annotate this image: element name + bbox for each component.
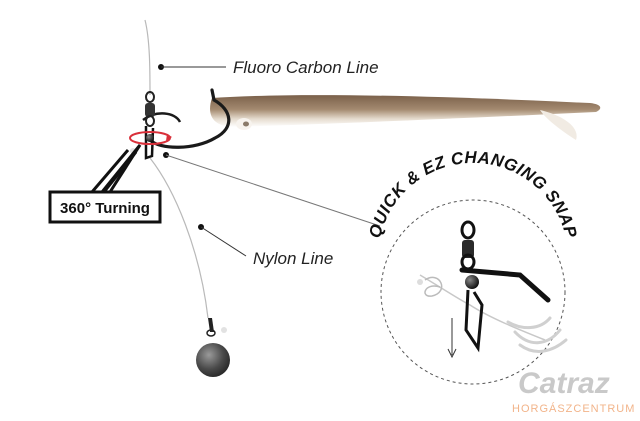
- nylon-pointer: [198, 224, 247, 257]
- fluoro-pointer: [158, 64, 226, 70]
- logo-name: Catraz: [518, 367, 610, 400]
- fish-bait: [210, 95, 601, 140]
- swivel-barrel: [145, 103, 155, 117]
- snap: [144, 126, 155, 160]
- swivel-bead: [146, 134, 154, 142]
- catraz-logo: Catraz HORGÁSZCENTRUM: [506, 316, 635, 415]
- fish-tail: [540, 110, 577, 140]
- snap-zoom-circle: [380, 199, 566, 385]
- nylon-line: [149, 157, 209, 319]
- fluoro-line: [144, 19, 151, 96]
- fluoro-label: Fluoro Carbon Line: [233, 58, 379, 77]
- turning-label: 360° Turning: [60, 200, 150, 217]
- swivel-ring: [145, 91, 155, 103]
- nylon-label: Nylon Line: [253, 249, 333, 268]
- fish-logo-icon: [506, 316, 568, 353]
- logo-subtitle: HORGÁSZCENTRUM: [512, 402, 635, 415]
- turning-callout: [48, 144, 162, 224]
- hook: [148, 88, 231, 149]
- lead-weight: [196, 318, 230, 377]
- snap-pointer: [163, 152, 381, 227]
